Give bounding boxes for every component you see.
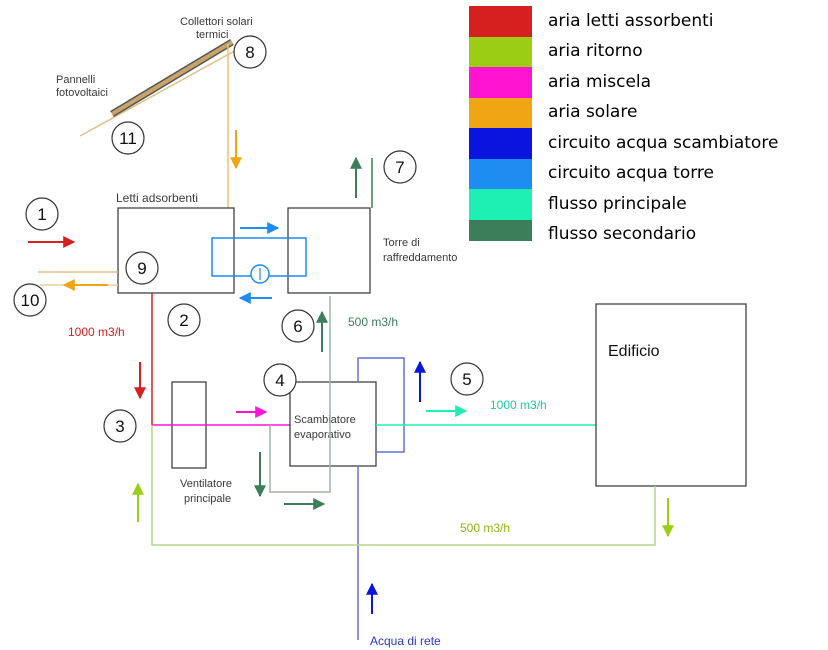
node-4: 4	[263, 363, 297, 397]
node-10: 10	[13, 283, 47, 317]
legend-swatch-6	[469, 189, 532, 220]
node-9: 9	[125, 251, 159, 285]
exchanger-water-circuit: Acqua di rete	[357, 357, 441, 648]
edificio-box	[595, 303, 747, 487]
legend-label-7: flusso secondario	[548, 224, 696, 244]
node-1: 1	[25, 197, 59, 231]
svg-text:4: 4	[275, 371, 284, 390]
legend-swatch-5	[469, 159, 532, 189]
node-11: 11	[111, 121, 145, 155]
legend-swatch-1	[469, 37, 532, 67]
node-6: 6	[281, 309, 315, 343]
legend-label-1: aria ritorno	[548, 41, 643, 61]
tower-water-circuit	[211, 222, 307, 304]
cooling-tower-unit: Torre di raffreddamento	[287, 207, 457, 294]
svg-text:6: 6	[293, 317, 302, 336]
svg-text:10: 10	[21, 291, 40, 310]
pannelli-label-2: fotovoltaici	[56, 87, 108, 99]
flow-1000-main-label: 1000 m3/h	[490, 398, 547, 412]
legend-label-5: circuito acqua torre	[548, 163, 714, 183]
node-3: 3	[103, 409, 137, 443]
legend-swatch-0	[469, 6, 532, 37]
svg-text:3: 3	[115, 417, 124, 436]
letti-label: Letti adsorbenti	[116, 191, 198, 205]
flow-1000-red-label: 1000 m3/h	[68, 325, 125, 339]
svg-text:9: 9	[137, 259, 146, 278]
collettori-label-1: Collettori solari	[180, 16, 253, 28]
scambiatore-label-1: Scambiatore	[294, 414, 356, 426]
node-5: 5	[450, 362, 484, 396]
legend-label-3: aria solare	[548, 102, 637, 122]
svg-text:5: 5	[462, 370, 471, 389]
main-fan-unit: Ventilatore principale	[171, 381, 232, 505]
svg-text:8: 8	[245, 43, 254, 62]
svg-text:7: 7	[395, 158, 404, 177]
return-air-line	[151, 425, 656, 546]
torre-label-1: Torre di	[383, 237, 420, 249]
torre-box	[287, 207, 371, 294]
legend-swatch-2	[469, 67, 532, 98]
building-unit: Edificio	[595, 303, 747, 487]
svg-text:1: 1	[37, 205, 46, 224]
node-8: 8	[233, 35, 267, 69]
legend-label-2: aria miscela	[548, 72, 651, 92]
ventilatore-label-2: principale	[184, 493, 231, 505]
node-2: 2	[167, 303, 201, 337]
torre-label-2: raffreddamento	[383, 252, 457, 264]
legend-label-0: aria letti assorbenti	[548, 11, 714, 31]
legend-label-6: flusso principale	[548, 194, 687, 214]
scambiatore-box	[289, 381, 377, 467]
edificio-label: Edificio	[608, 343, 660, 360]
legend-swatch-3	[469, 98, 532, 128]
scambiatore-label-2: evaporativo	[294, 429, 351, 441]
legend-swatch-4	[469, 128, 532, 159]
solar-air-line	[227, 44, 242, 208]
flow-500-return-label: 500 m3/h	[460, 521, 510, 535]
evaporative-exchanger-unit: Scambiatore evaporativo	[289, 381, 377, 467]
acqua-rete-label: Acqua di rete	[370, 634, 441, 648]
pannelli-label-1: Pannelli	[56, 74, 95, 86]
solar-panel-group: Collettori solari termici Pannelli fotov…	[56, 16, 253, 137]
ventilatore-label-1: Ventilatore	[180, 478, 232, 490]
legend-label-4: circuito acqua scambiatore	[548, 133, 778, 153]
panel-mount-line	[79, 47, 241, 137]
legend: aria letti assorbenti aria ritorno aria …	[469, 6, 778, 244]
svg-text:2: 2	[179, 311, 188, 330]
secondary-flow: 500 m3/h	[254, 296, 398, 510]
legend-swatch-7	[469, 220, 532, 241]
svg-text:11: 11	[119, 129, 137, 148]
collettori-label-2: termici	[196, 29, 228, 41]
solar-panel-inner	[110, 40, 234, 116]
flow-500-tower-label: 500 m3/h	[348, 315, 398, 329]
node-7: 7	[383, 150, 417, 184]
